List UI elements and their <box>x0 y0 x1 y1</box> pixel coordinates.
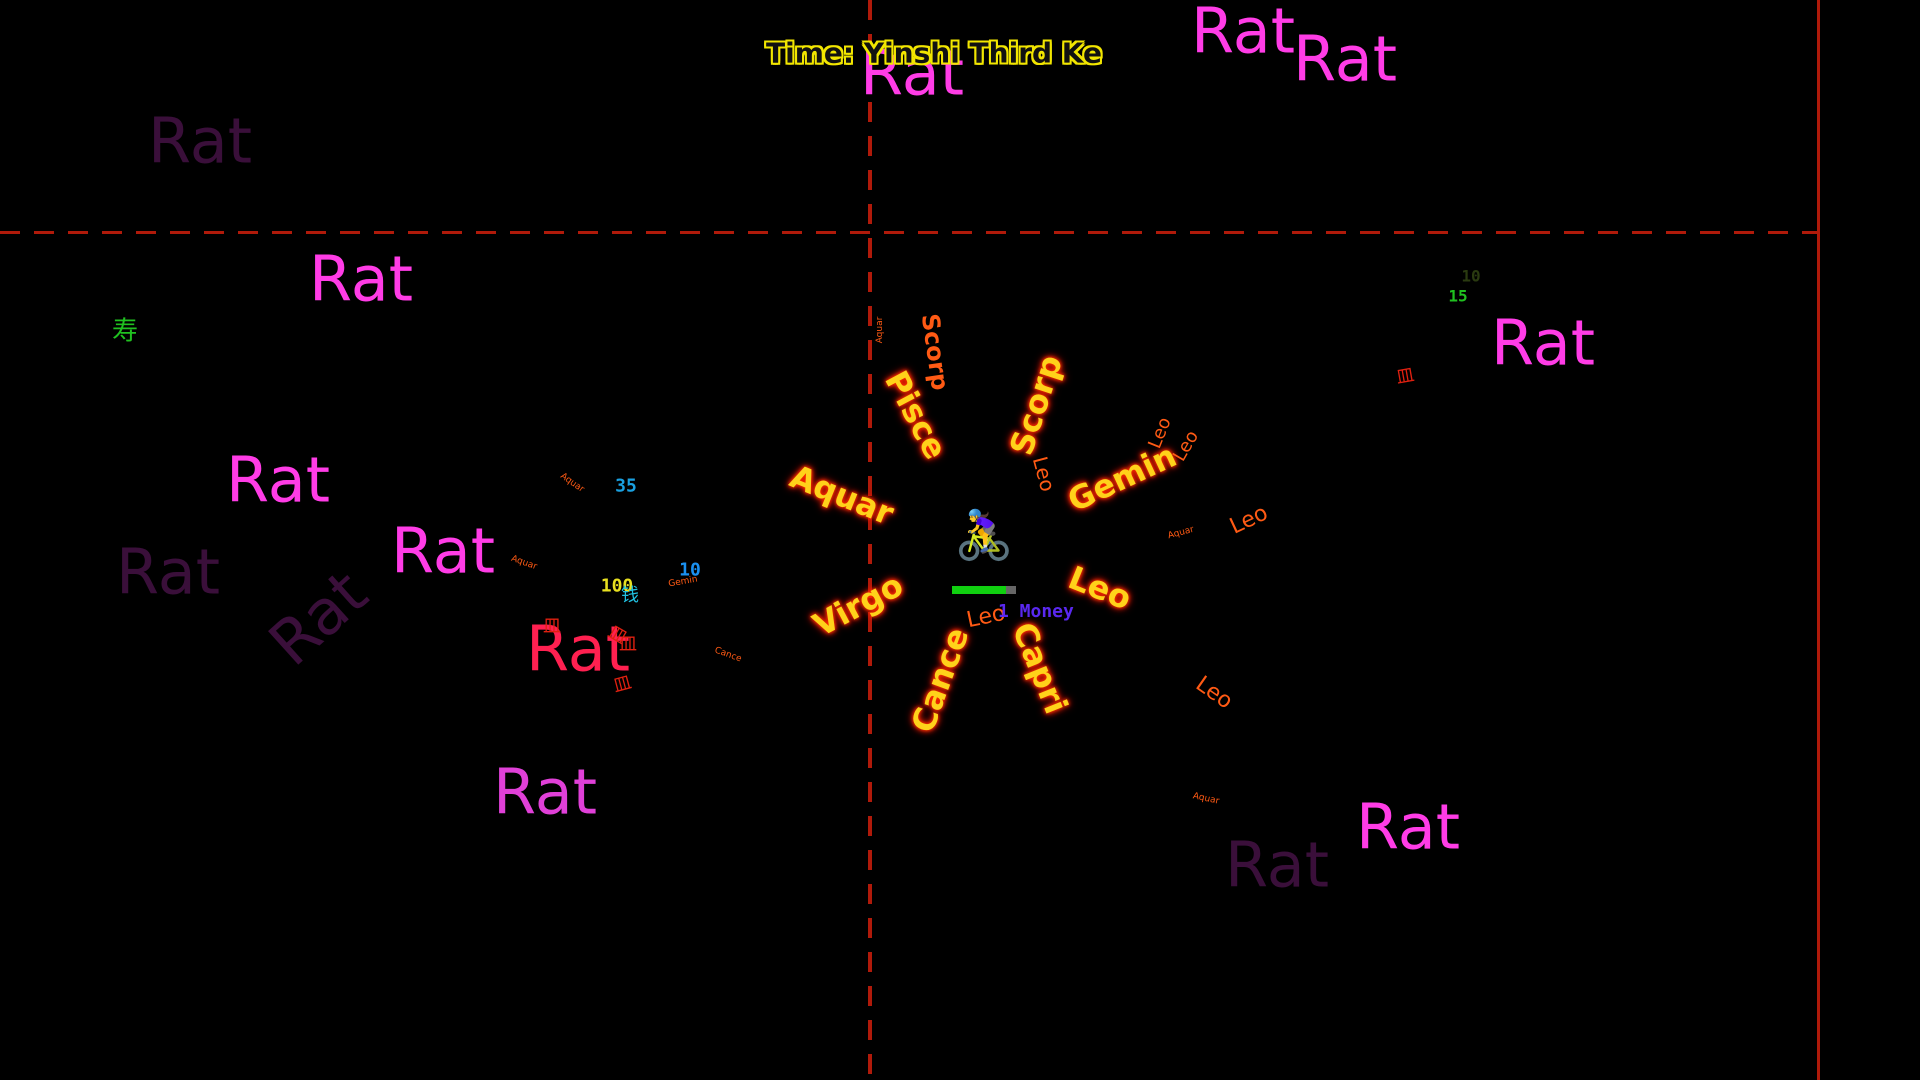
player-health-fill <box>952 586 1007 594</box>
rat-enemy: Rat <box>115 535 221 609</box>
damage-number: 35 <box>615 475 637 497</box>
money-pickup: 钱 <box>621 585 639 606</box>
player-health-bar <box>952 586 1016 594</box>
dish-pickup: 皿 <box>1394 364 1416 389</box>
leo-projectile: Leo <box>1027 453 1061 495</box>
small-aquar-projectile: Aquar <box>875 316 885 344</box>
zodiac-weapon-aquar: Aquar <box>784 457 900 533</box>
rat-enemy: Rat <box>1292 22 1398 96</box>
small-cance-projectile: Cance <box>713 645 743 665</box>
zodiac-weapon-virgo: Virgo <box>806 565 910 645</box>
leo-projectile: Leo <box>1226 500 1272 540</box>
rat-enemy: Rat <box>147 104 253 178</box>
dish-pickup: 皿 <box>619 634 637 655</box>
leo-projectile: Leo <box>1190 671 1238 715</box>
rat-enemy: Rat <box>492 755 598 829</box>
rat-enemy: Rat <box>254 556 382 680</box>
arena-vertical-dashed-line <box>868 0 872 1080</box>
rat-enemy: Rat <box>308 242 414 316</box>
rat-enemy: Rat <box>1190 0 1296 68</box>
rat-enemy: Rat <box>390 514 496 588</box>
damage-number: 15 <box>1448 286 1468 306</box>
player-cyclist: 🚴‍♀️ <box>954 507 1014 564</box>
small-aquar-projectile: Aquar <box>1191 791 1221 807</box>
rat-enemy: Rat <box>1224 828 1330 902</box>
zodiac-weapon-cance: Cance <box>903 622 977 738</box>
rat-enemy: Rat <box>1490 306 1596 380</box>
small-aquar-projectile: Aquar <box>558 471 586 495</box>
small-aquar-projectile: Aquar <box>1166 524 1196 542</box>
time-of-day-label: Time: Yinshi Third Ke <box>766 36 1102 70</box>
rat-enemy: Rat <box>225 443 331 517</box>
rat-enemy: Rat <box>859 36 965 110</box>
person-biking-icon: 🚴‍♀️ <box>954 507 1014 564</box>
rat-enemy: Rat <box>525 612 631 686</box>
damage-number: 100 <box>600 575 634 597</box>
dish-pickup: 皿 <box>543 616 561 637</box>
money-gain-text: 1 Money <box>998 601 1074 622</box>
longevity-pickup: 寿 <box>111 316 139 347</box>
small-aquar-projectile: Aquar <box>509 553 539 573</box>
zodiac-weapon-scorp: Scorp <box>1002 350 1070 460</box>
arena-right-boundary <box>1817 0 1820 1080</box>
zodiac-weapon-scorp-small: Scorp <box>915 311 955 393</box>
damage-number: 10 <box>679 559 701 581</box>
damage-number: 10 <box>1461 266 1481 286</box>
arena-horizontal-dashed-line <box>0 231 1818 234</box>
rat-enemy: Rat <box>1355 790 1461 864</box>
zodiac-weapon-leo: Leo <box>1063 558 1137 618</box>
dish-pickup: 皿 <box>610 671 634 697</box>
zodiac-weapon-capri: Capri <box>1004 616 1076 720</box>
